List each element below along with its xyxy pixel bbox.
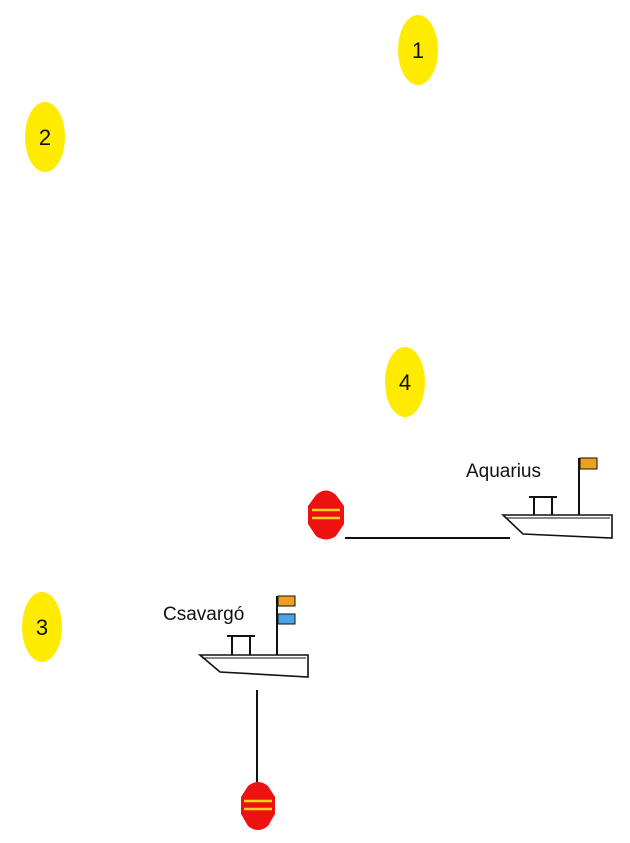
boat-csavargo-name: Csavargó [163,604,244,625]
flag-orange-icon [277,595,296,607]
course-mark-3-label: 3 [36,615,48,640]
course-mark-1-label: 1 [412,38,424,63]
course-mark-2: 2 [25,102,65,172]
boat-aquarius-name: Aquarius [466,461,541,482]
boat-csavargo: Csavargó [163,595,309,678]
hull [197,654,309,678]
hull [500,514,613,539]
flag-orange-icon [579,457,598,470]
course-mark-4: 4 [385,347,425,417]
buoy-icon [241,782,275,830]
boat-aquarius: Aquarius [466,457,613,539]
course-mark-3: 3 [22,592,62,662]
course-mark-2-label: 2 [39,125,51,150]
course-mark-4-label: 4 [399,370,411,395]
buoy-icon [308,490,344,540]
course-mark-1: 1 [398,15,438,85]
flag-blue-icon [277,613,296,625]
